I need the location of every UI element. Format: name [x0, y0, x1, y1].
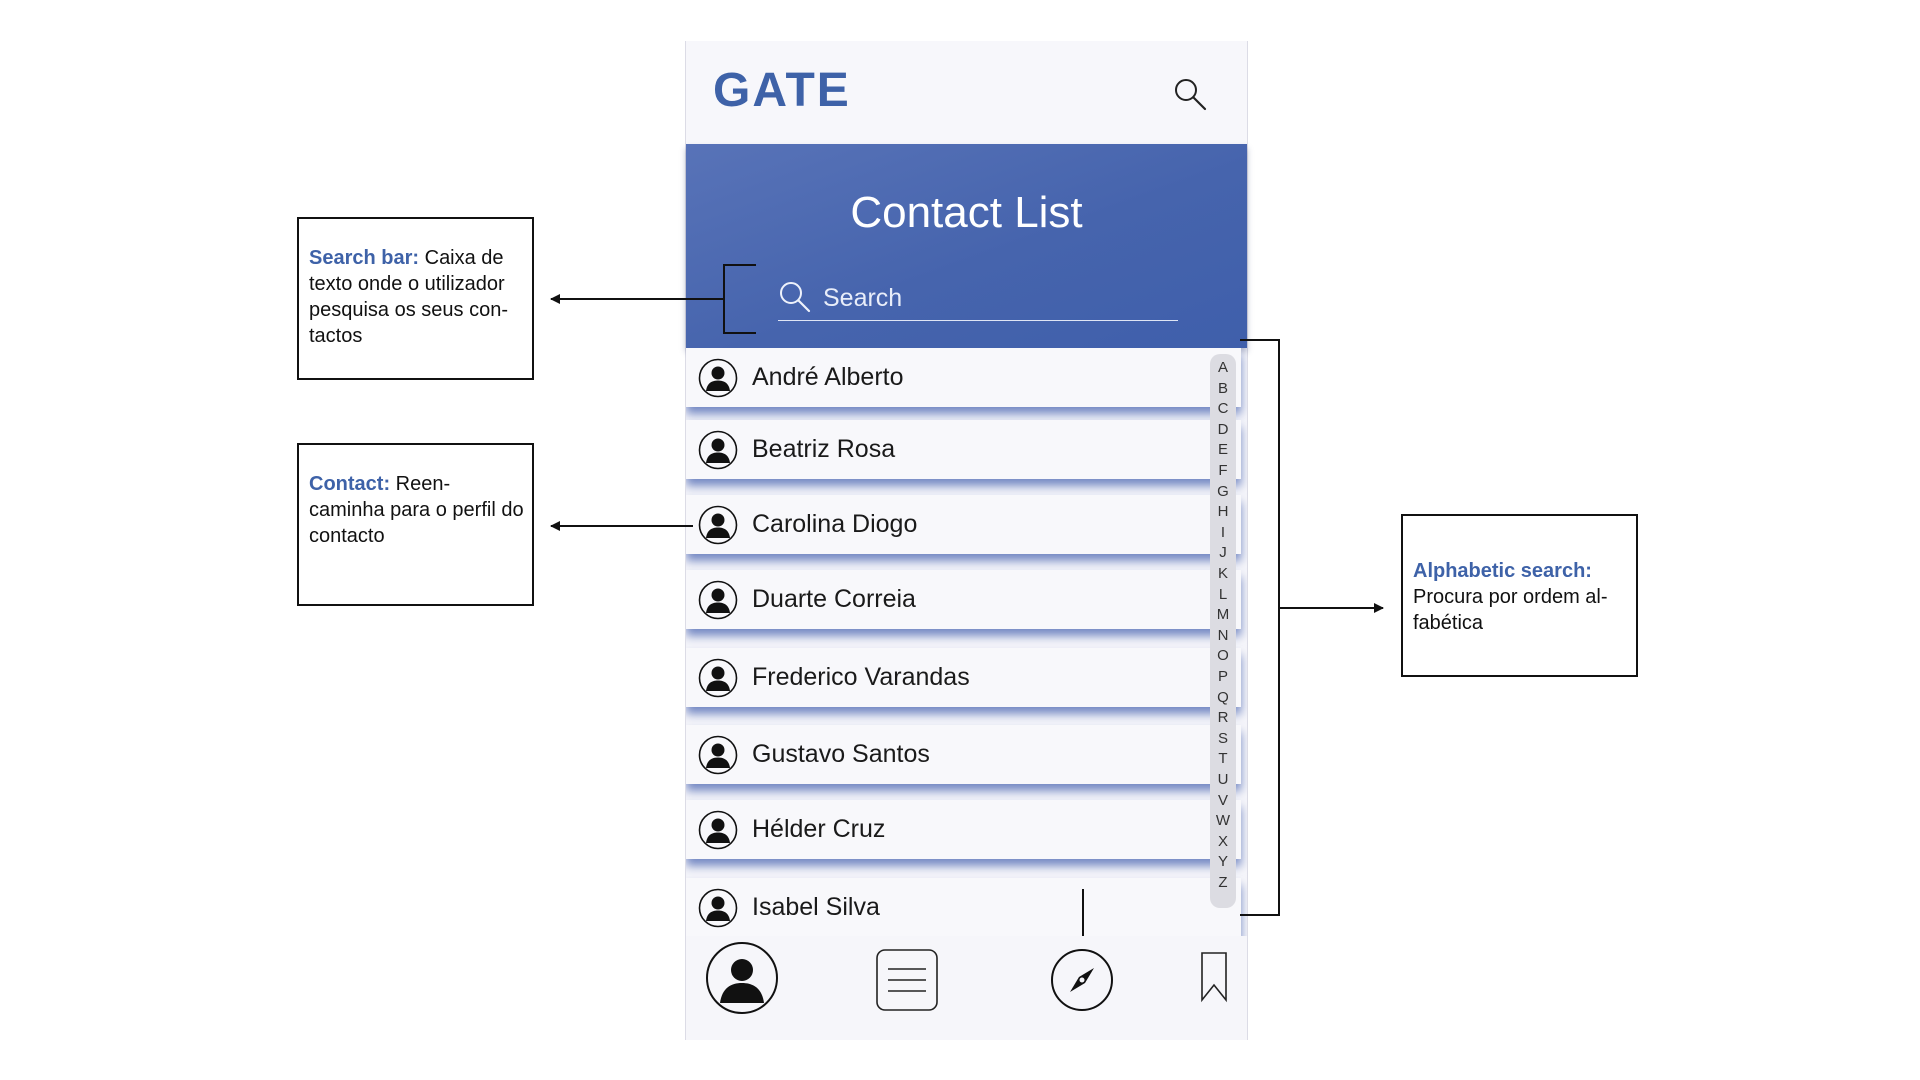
contact-name: Gustavo Santos — [752, 740, 930, 768]
compass-icon[interactable] — [1050, 948, 1114, 1012]
page-title: Contact List — [850, 188, 1083, 237]
search-placeholder: Search — [823, 284, 903, 312]
avatar-icon — [698, 735, 738, 775]
annotation-keyword: Contact: — [309, 473, 391, 495]
contact-name: Beatriz Rosa — [752, 435, 896, 463]
contact-name: Carolina Diogo — [752, 510, 918, 538]
avatar-icon — [698, 505, 738, 545]
alphabet-letter[interactable]: O — [1217, 647, 1229, 665]
menu-icon[interactable] — [876, 949, 938, 1011]
alphabet-letter[interactable]: D — [1217, 420, 1229, 438]
avatar-icon — [698, 358, 738, 398]
annotation-keyword: Search bar: — [309, 247, 420, 269]
contact-row[interactable]: Frederico Varandas — [686, 648, 1241, 707]
app-logo: GATE — [713, 64, 851, 117]
search-icon[interactable] — [1172, 76, 1208, 112]
alphabet-letter[interactable]: G — [1217, 482, 1229, 500]
alphabet-letter[interactable]: F — [1218, 462, 1228, 479]
alphabet-letter[interactable]: V — [1217, 791, 1228, 809]
contact-row[interactable]: Hélder Cruz — [686, 800, 1241, 859]
alphabet-letter[interactable]: I — [1220, 523, 1226, 541]
avatar-icon — [698, 658, 738, 698]
annotation-text: Procura por ordem al-fabética — [1413, 586, 1608, 634]
annotation-text: Caixa de texto onde o utilizador pesquis… — [309, 247, 509, 347]
contact-list-header: Contact List Search — [686, 144, 1247, 348]
avatar-icon — [698, 810, 738, 850]
profile-icon[interactable] — [705, 941, 779, 1015]
bottom-navigation — [686, 936, 1247, 1040]
alphabet-letter[interactable]: Y — [1217, 853, 1228, 871]
alphabet-letter[interactable]: P — [1217, 668, 1228, 685]
alphabet-letter[interactable]: L — [1218, 585, 1228, 603]
alphabet-letter[interactable]: M — [1216, 606, 1230, 624]
alphabet-letter[interactable]: A — [1217, 359, 1228, 376]
avatar-icon — [698, 888, 738, 928]
alphabet-letter[interactable]: S — [1217, 729, 1228, 747]
alphabet-letter[interactable]: Z — [1218, 874, 1228, 891]
contact-row[interactable]: Carolina Diogo — [686, 495, 1241, 554]
contact-annotation: Contact: Reen-caminha para o perfil do c… — [297, 443, 534, 606]
search-bar-annotation: Search bar: Caixa de texto onde o utiliz… — [297, 217, 534, 380]
contact-row[interactable]: Gustavo Santos — [686, 725, 1241, 784]
search-input[interactable]: Search — [778, 272, 1178, 321]
alphabet-letter[interactable]: H — [1217, 503, 1229, 521]
app-bar: GATE — [686, 41, 1247, 144]
contact-row[interactable]: Isabel Silva — [686, 878, 1241, 937]
alphabet-letter[interactable]: X — [1217, 832, 1228, 850]
alphabet-letter[interactable]: U — [1217, 771, 1229, 788]
contact-row[interactable]: André Alberto — [686, 348, 1241, 407]
alphabet-letter[interactable]: W — [1215, 812, 1231, 830]
contact-name: Duarte Correia — [752, 585, 916, 613]
contact-name: Isabel Silva — [752, 893, 880, 921]
alphabet-letter[interactable]: Q — [1217, 688, 1229, 706]
contact-name: Hélder Cruz — [752, 815, 886, 843]
contact-name: André Alberto — [752, 363, 904, 391]
alphabet-letter[interactable]: K — [1217, 565, 1228, 582]
avatar-icon — [698, 430, 738, 470]
contact-name: Frederico Varandas — [752, 663, 970, 691]
annotation-keyword: Alphabetic search: — [1413, 560, 1592, 582]
avatar-icon — [698, 580, 738, 620]
alphabet-letter[interactable]: E — [1217, 441, 1228, 459]
search-icon — [780, 282, 811, 313]
alphabetic-search-annotation: Alphabetic search: Procura por ordem al-… — [1401, 514, 1638, 677]
alphabet-letter[interactable]: R — [1217, 709, 1229, 727]
contact-row[interactable]: Duarte Correia — [686, 570, 1241, 629]
alphabet-letter[interactable]: T — [1218, 750, 1228, 768]
alphabet-letter[interactable]: B — [1217, 379, 1228, 397]
annotation-text: Reen-caminha para o perfil do contacto — [309, 473, 524, 547]
bookmark-icon[interactable] — [1199, 951, 1229, 1003]
nav-indicator-line — [1082, 889, 1084, 945]
alphabet-letter[interactable]: J — [1219, 544, 1227, 562]
alphabet-letter[interactable]: C — [1217, 400, 1229, 418]
alphabet-letter[interactable]: N — [1217, 626, 1229, 644]
contact-row[interactable]: Beatriz Rosa — [686, 420, 1241, 479]
